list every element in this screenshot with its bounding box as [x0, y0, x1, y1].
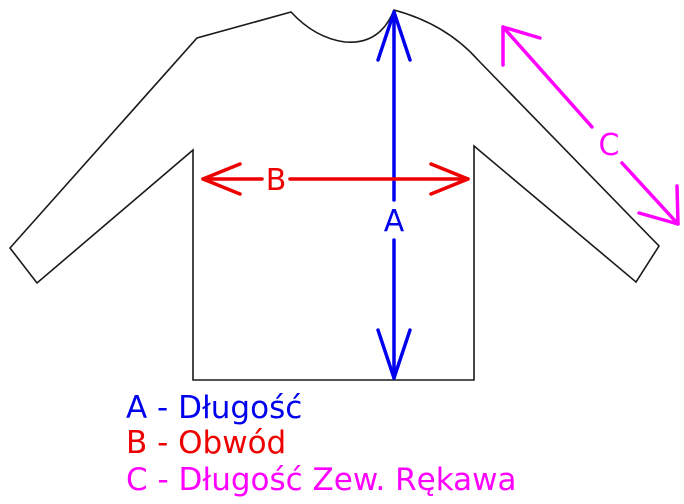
measure-a	[376, 10, 412, 380]
measure-b-arrowhead-right	[429, 162, 470, 196]
legend-item-b: B - Obwód	[126, 425, 286, 461]
measure-a-label: A	[384, 204, 405, 239]
measure-a-arrowhead-bottom	[376, 328, 412, 380]
legend-item-a: A - Długość	[126, 390, 302, 426]
measure-b-arrowhead-left	[201, 162, 242, 196]
measure-c-line-upper	[501, 25, 594, 129]
legend: A - Długość B - Obwód C - Długość Zew. R…	[126, 390, 516, 498]
measure-c-line-lower	[620, 161, 680, 226]
measure-c	[501, 25, 680, 226]
measure-a-arrowhead-top	[376, 10, 412, 62]
measure-c-arrowhead-upper	[501, 25, 542, 67]
legend-item-c: C - Długość Zew. Rękawa	[126, 462, 516, 498]
sweater-outline	[8, 9, 661, 381]
measure-b	[201, 162, 470, 196]
measure-b-label: B	[266, 163, 287, 198]
measure-c-arrowhead-lower	[637, 184, 680, 226]
measure-c-label: C	[599, 128, 620, 163]
